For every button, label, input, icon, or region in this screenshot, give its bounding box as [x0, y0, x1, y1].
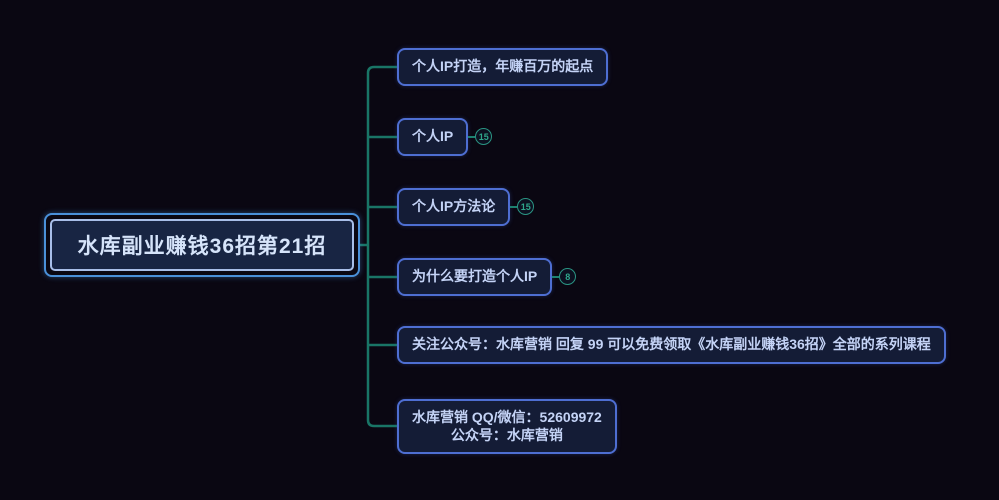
topic-row-1: 个人IP打造，年赚百万的起点 [397, 48, 609, 86]
child-count-badge-4[interactable]: 8 [559, 268, 577, 286]
topic-node-5[interactable]: 关注公众号：水库营销 回复 99 可以免费领取《水库副业赚钱36招》全部的系列课… [397, 326, 946, 364]
topic-row-3: 个人IP方法论 15 [397, 188, 535, 226]
root-node-inner: 水库副业赚钱36招第21招 [50, 219, 354, 271]
topic-node-3[interactable]: 个人IP方法论 [397, 188, 511, 226]
topic-node-2[interactable]: 个人IP [397, 118, 469, 156]
topic-row-5: 关注公众号：水库营销 回复 99 可以免费领取《水库副业赚钱36招》全部的系列课… [397, 326, 946, 364]
badge-connector-dash [552, 275, 560, 278]
topic-row-4: 为什么要打造个人IP 8 [397, 258, 577, 296]
badge-connector-dash [468, 135, 476, 138]
topic-row-6: 水库营销 QQ/微信：52609972 公众号：水库营销 [397, 399, 617, 454]
connector-trunk [366, 65, 399, 428]
topic-label-3: 个人IP方法论 [412, 198, 496, 214]
topic-label-4: 为什么要打造个人IP [412, 268, 538, 284]
root-node[interactable]: 水库副业赚钱36招第21招 [44, 213, 360, 277]
topic-label-5: 关注公众号：水库营销 回复 99 可以免费领取《水库副业赚钱36招》全部的系列课… [412, 336, 931, 352]
child-count-badge-3[interactable]: 15 [517, 198, 535, 216]
child-count-badge-2[interactable]: 15 [475, 128, 493, 146]
topic-node-4[interactable]: 为什么要打造个人IP [397, 258, 553, 296]
topic-label-2: 个人IP [412, 128, 454, 144]
topic-label-1: 个人IP打造，年赚百万的起点 [412, 58, 594, 74]
badge-connector-dash [510, 205, 518, 208]
topic-label-6: 水库营销 QQ/微信：52609972 公众号：水库营销 [412, 409, 602, 443]
root-node-label: 水库副业赚钱36招第21招 [77, 235, 327, 258]
topic-row-2: 个人IP 15 [397, 118, 493, 156]
topic-node-6[interactable]: 水库营销 QQ/微信：52609972 公众号：水库营销 [397, 399, 617, 454]
topic-node-1[interactable]: 个人IP打造，年赚百万的起点 [397, 48, 609, 86]
